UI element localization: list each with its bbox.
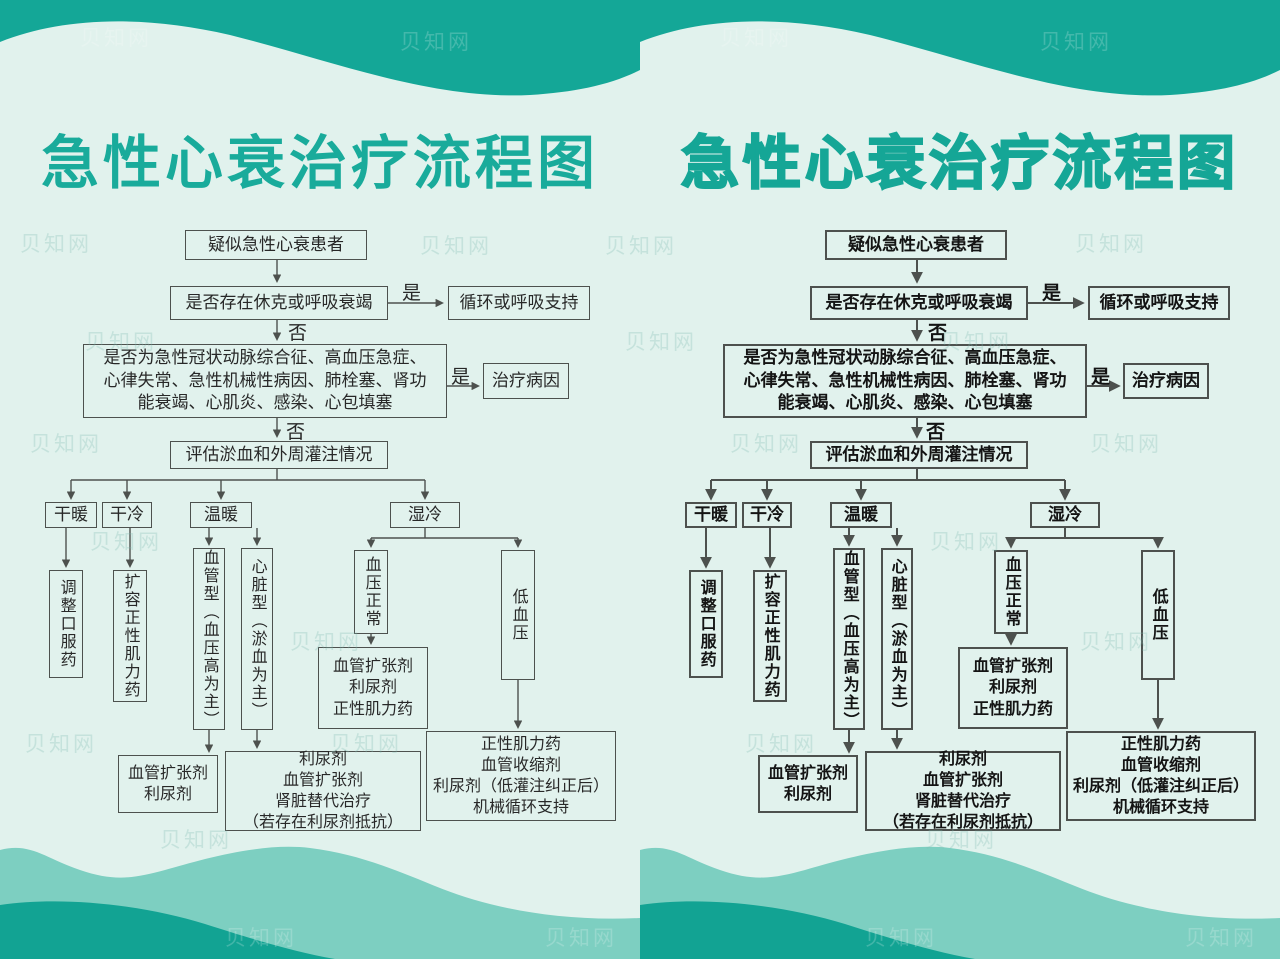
node-volume-inotrope: 扩容正性肌力药 — [113, 570, 147, 702]
node-circulation-support: 循环或呼吸支持 — [448, 286, 590, 320]
watermark: 贝知网 — [400, 31, 472, 54]
node-branch-warm: 温暖 — [190, 502, 252, 528]
node-shock-question: 是否存在休克或呼吸衰竭 — [810, 286, 1028, 320]
node-bp-low: 低血压 — [1141, 550, 1175, 680]
node-bp-normal: 血压正常 — [994, 550, 1028, 634]
node-treat-cause: 治疗病因 — [1123, 363, 1209, 399]
watermark: 贝知网 — [30, 433, 102, 456]
watermark: 贝知网 — [745, 733, 817, 756]
node-branch-dry-cold: 干冷 — [102, 502, 152, 528]
watermark: 贝知网 — [1090, 433, 1162, 456]
node-shock-question: 是否存在休克或呼吸衰竭 — [170, 286, 388, 320]
node-vascular-type: 血管型（血压高为主） — [833, 548, 865, 730]
watermark: 贝知网 — [545, 927, 617, 950]
node-diuretic-renal-replacement: 利尿剂 血管扩张剂 肾脏替代治疗 （若存在利尿剂抵抗） — [225, 751, 421, 831]
flowchart-panel-bold: 急性心衰治疗流程图 疑似急性心衰患者 是否存在休克或 — [640, 0, 1280, 959]
node-treat-cause: 治疗病因 — [483, 363, 569, 399]
node-adjust-oral-meds: 调整口服药 — [689, 570, 723, 678]
watermark: 贝知网 — [1080, 631, 1152, 654]
node-suspected-patient: 疑似急性心衰患者 — [825, 230, 1007, 260]
watermark: 贝知网 — [20, 233, 92, 256]
node-bp-low: 低血压 — [501, 550, 535, 680]
node-inotrope-mechanical-support: 正性肌力药 血管收缩剂 利尿剂（低灌注纠正后） 机械循环支持 — [1066, 731, 1256, 821]
watermark: 贝知网 — [290, 631, 362, 654]
label-no-etiology: 否 — [926, 422, 946, 443]
watermark: 贝知网 — [330, 733, 402, 756]
node-branch-dry-cold: 干冷 — [742, 502, 792, 528]
node-branch-dry-warm: 干暖 — [685, 502, 737, 528]
watermark: 贝知网 — [1040, 31, 1112, 54]
watermark: 贝知网 — [1185, 927, 1257, 950]
watermark: 贝知网 — [720, 27, 792, 50]
watermark: 贝知网 — [930, 531, 1002, 554]
node-volume-inotrope: 扩容正性肌力药 — [753, 570, 787, 702]
watermark: 贝知网 — [865, 927, 937, 950]
node-etiology-question: 是否为急性冠状动脉综合征、高血压急症、 心律失常、急性机械性病因、肺栓塞、肾功 … — [83, 344, 447, 418]
label-no-shock: 否 — [928, 323, 948, 344]
watermark: 贝知网 — [90, 531, 162, 554]
watermark: 贝知网 — [605, 235, 677, 258]
watermark: 贝知网 — [80, 27, 152, 50]
watermark: 贝知网 — [940, 331, 1012, 354]
node-vasodilator-diuretic: 血管扩张剂 利尿剂 — [758, 755, 858, 813]
node-branch-wet-cold: 湿冷 — [1030, 502, 1100, 528]
watermark: 贝知网 — [25, 733, 97, 756]
node-cardiac-type: 心脏型（淤血为主） — [881, 548, 913, 730]
node-inotrope-mechanical-support: 正性肌力药 血管收缩剂 利尿剂（低灌注纠正后） 机械循环支持 — [426, 731, 616, 821]
label-no-shock: 否 — [288, 323, 308, 344]
label-no-etiology: 否 — [286, 422, 306, 443]
node-branch-warm: 温暖 — [830, 502, 892, 528]
node-suspected-patient: 疑似急性心衰患者 — [185, 230, 367, 260]
watermark: 贝知网 — [730, 433, 802, 456]
watermark: 贝知网 — [925, 829, 997, 852]
node-mid-treatment: 血管扩张剂 利尿剂 正性肌力药 — [958, 647, 1068, 729]
watermark: 贝知网 — [160, 829, 232, 852]
watermark: 贝知网 — [225, 927, 297, 950]
node-etiology-question: 是否为急性冠状动脉综合征、高血压急症、 心律失常、急性机械性病因、肺栓塞、肾功 … — [723, 344, 1087, 418]
node-branch-dry-warm: 干暖 — [45, 502, 97, 528]
node-adjust-oral-meds: 调整口服药 — [49, 570, 83, 678]
node-assess-perfusion: 评估淤血和外周灌注情况 — [170, 441, 388, 469]
label-yes-etiology: 是 — [451, 367, 471, 388]
node-branch-wet-cold: 湿冷 — [390, 502, 460, 528]
flow-connectors — [61, 260, 523, 753]
watermark: 贝知网 — [420, 235, 492, 258]
node-mid-treatment: 血管扩张剂 利尿剂 正性肌力药 — [318, 647, 428, 729]
label-yes-shock: 是 — [402, 283, 422, 304]
node-vascular-type: 血管型（血压高为主） — [193, 548, 225, 730]
node-vasodilator-diuretic: 血管扩张剂 利尿剂 — [118, 755, 218, 813]
flowchart-panel-regular: 急性心衰治疗流程图 疑似急性心衰患者 是否存在休克或 — [40, 131, 616, 831]
watermark: 贝知网 — [1075, 233, 1147, 256]
node-diuretic-renal-replacement: 利尿剂 血管扩张剂 肾脏替代治疗 （若存在利尿剂抵抗） — [865, 751, 1061, 831]
watermark: 贝知网 — [85, 331, 157, 354]
node-bp-normal: 血压正常 — [354, 550, 388, 634]
node-cardiac-type: 心脏型（淤血为主） — [241, 548, 273, 730]
watermark: 贝知网 — [625, 331, 697, 354]
page-title: 急性心衰治疗流程图 — [40, 131, 599, 196]
flow-connectors — [700, 260, 1164, 754]
page-title: 急性心衰治疗流程图 — [680, 130, 1239, 197]
label-yes-shock: 是 — [1042, 283, 1062, 304]
node-circulation-support: 循环或呼吸支持 — [1088, 286, 1230, 320]
label-yes-etiology: 是 — [1091, 367, 1111, 388]
node-assess-perfusion: 评估淤血和外周灌注情况 — [810, 441, 1028, 469]
